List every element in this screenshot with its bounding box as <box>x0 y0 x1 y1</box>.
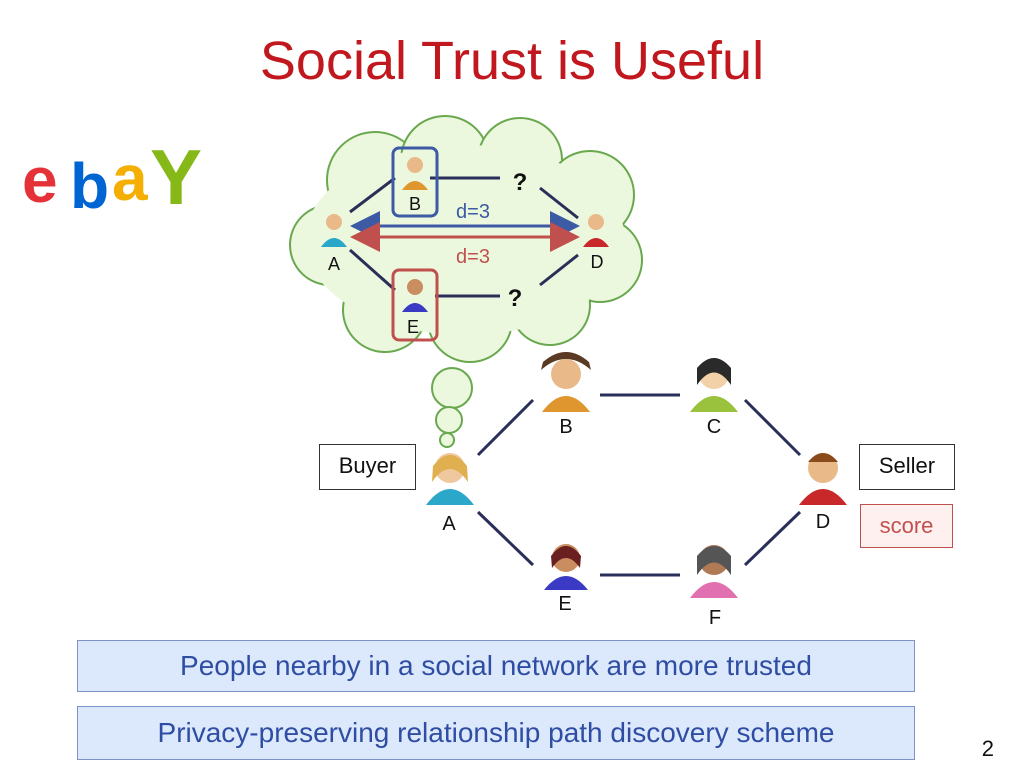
logo-letter-a: a <box>112 142 148 214</box>
ebay-logo: e b a Y <box>22 133 202 220</box>
thought-cloud <box>289 115 643 448</box>
thought-bubble-small <box>439 432 455 448</box>
unknown-link-top: ? <box>513 169 528 196</box>
node-label-a: A <box>442 513 456 535</box>
person-b-icon <box>541 352 591 412</box>
seller-label: Seller <box>859 444 955 490</box>
cloud-person-d-icon <box>583 214 609 247</box>
cloud-label-a: A <box>328 254 340 274</box>
logo-letter-e: e <box>22 144 58 216</box>
slide-title: Social Trust is Useful <box>259 31 765 91</box>
person-c-icon <box>690 358 738 412</box>
banner-trust: People nearby in a social network are mo… <box>77 640 915 692</box>
person-d-icon <box>799 453 847 505</box>
cloud-label-e: E <box>407 317 419 337</box>
node-label-c: C <box>707 416 721 438</box>
highlight-box-e <box>391 268 439 342</box>
logo-letter-b: b <box>70 150 109 220</box>
node-label-d: D <box>816 511 830 533</box>
person-e-icon <box>544 544 588 590</box>
cloud-label-d: D <box>591 252 604 272</box>
highlight-box-b <box>391 146 439 218</box>
banner-scheme: Privacy-preserving relationship path dis… <box>77 706 915 760</box>
node-label-b: B <box>559 416 572 438</box>
logo-letter-y: Y <box>150 133 202 220</box>
thought-bubble-medium <box>435 406 463 434</box>
cloud-person-e-icon <box>402 279 428 312</box>
person-f-icon <box>690 545 738 598</box>
node-label-f: F <box>709 607 721 629</box>
node-label-e: E <box>558 593 571 615</box>
page-number: 2 <box>981 736 994 761</box>
thought-bubble-large <box>431 367 473 409</box>
person-a-icon <box>426 453 474 505</box>
score-label: score <box>860 504 953 548</box>
cloud-person-b-icon <box>402 157 428 190</box>
cloud-person-a-icon <box>321 214 347 247</box>
network-edges <box>476 393 802 577</box>
distance-label-red: d=3 <box>456 246 490 268</box>
cloud-label-b: B <box>409 194 421 214</box>
unknown-link-bottom: ? <box>508 285 523 312</box>
buyer-label: Buyer <box>319 444 416 490</box>
distance-label-blue: d=3 <box>456 201 490 223</box>
